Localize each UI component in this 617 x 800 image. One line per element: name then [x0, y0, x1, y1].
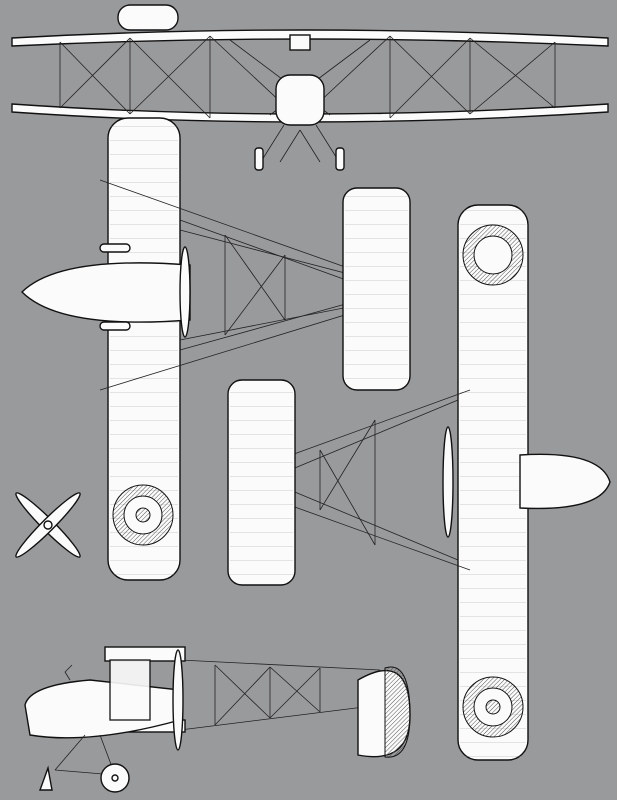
plan-view-lower: [227, 204, 611, 761]
plan-view-upper: [21, 117, 411, 581]
front-view: [11, 4, 609, 171]
propeller-view: [15, 492, 81, 558]
side-view: [24, 646, 411, 793]
